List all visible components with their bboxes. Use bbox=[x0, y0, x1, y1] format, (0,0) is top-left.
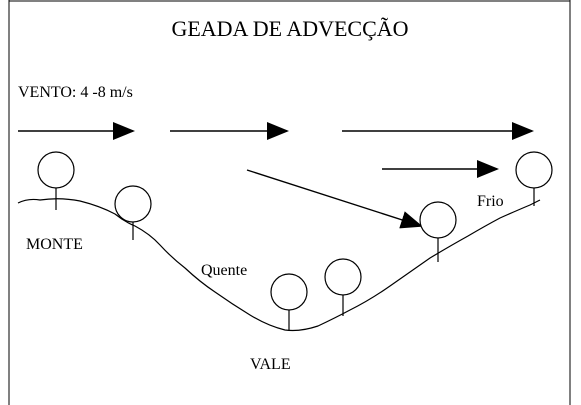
tree-icon bbox=[114, 185, 152, 240]
label-quente: Quente bbox=[201, 262, 247, 279]
label-frio: Frio bbox=[477, 193, 504, 210]
tree-icon bbox=[419, 201, 457, 262]
valley-ground-line bbox=[17, 198, 541, 332]
arrow-down-right-icon bbox=[246, 169, 423, 229]
tree-icon bbox=[270, 273, 308, 331]
tree-icon bbox=[37, 151, 75, 210]
wind-label: VENTO: 4 -8 m/s bbox=[18, 84, 133, 101]
tree-icon bbox=[515, 151, 553, 206]
diagram-title: GEADA DE ADVECÇÃO bbox=[171, 16, 408, 41]
frame bbox=[8, 0, 571, 405]
tree-icon bbox=[324, 258, 362, 316]
label-monte: MONTE bbox=[26, 236, 83, 253]
label-vale: VALE bbox=[250, 356, 291, 373]
wind-arrows bbox=[18, 122, 534, 229]
